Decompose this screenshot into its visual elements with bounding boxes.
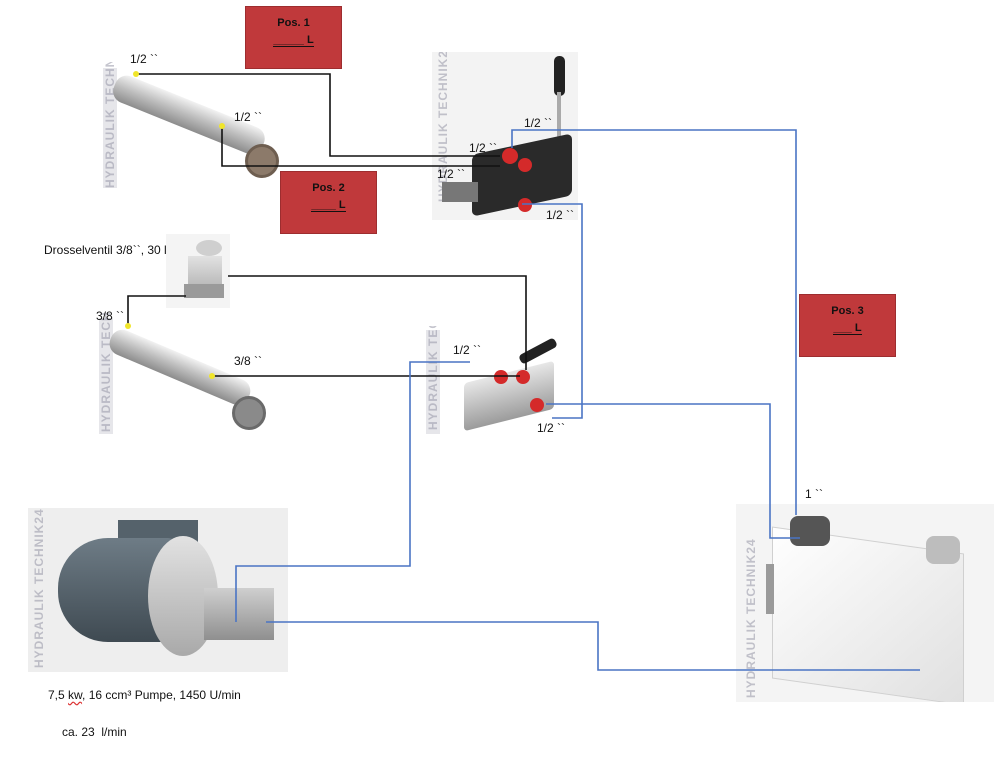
pump-power: 7,5 — [48, 688, 65, 702]
position-title: Pos. 3 — [831, 305, 864, 317]
port-label-cyl1-top: 1/2 `` — [130, 52, 159, 66]
port-label-valve1-b: 1/2 `` — [437, 167, 466, 181]
position-box-3: Pos. 3 ___ L — [799, 294, 896, 357]
watermark: HYDRAULIK TECHNIK24 — [32, 508, 46, 668]
position-box-1: Pos. 1 _____ L — [245, 6, 342, 69]
port-label-valve1-in: 1/2 `` — [524, 116, 553, 130]
port-label-cyl1-bottom: 1/2 `` — [234, 110, 263, 124]
watermark: HYDRAULIK TECHNIK24 — [744, 538, 758, 698]
position-title: Pos. 1 — [277, 17, 310, 29]
tank-photo: HYDRAULIK TECHNIK24 — [736, 504, 994, 702]
pump-flow-label: ca. 23 l/min — [62, 725, 127, 739]
port-label-tank-return: 1 `` — [805, 487, 823, 501]
port-label-cyl2-top: 3/8 `` — [96, 309, 125, 323]
watermark: HYDRAULIK TECHNIK24 — [99, 312, 113, 432]
port-label-valve1-a: 1/2 `` — [469, 141, 498, 155]
cylinder-1-photo: HYDRAULIK TECHNIK24 — [100, 62, 300, 192]
position-box-2: Pos. 2 ____ L — [280, 171, 377, 234]
position-fill: ____ L — [311, 199, 346, 212]
position-title: Pos. 2 — [312, 182, 345, 194]
throttle-valve-photo — [166, 234, 230, 308]
port-label-valve2-out: 1/2 `` — [537, 421, 566, 435]
throttle-valve-label: Drosselventil 3/8``, 30 l — [44, 243, 167, 257]
position-fill: _____ L — [273, 34, 314, 47]
pump-spec-rest: , 16 ccm³ Pumpe, 1450 U/min — [82, 688, 241, 702]
pump-spec-label: 7,5 kw, 16 ccm³ Pumpe, 1450 U/min — [48, 688, 241, 702]
pump-power-unit: kw — [68, 688, 83, 702]
port-label-valve2-in: 1/2 `` — [453, 343, 482, 357]
watermark: HYDRAULIK TECHNIK24 — [103, 62, 117, 188]
valve-1-photo: HYDRAULIK TECHNIK24 — [432, 52, 578, 220]
port-label-valve1-out: 1/2 `` — [546, 208, 575, 222]
port-label-cyl2-bottom: 3/8 `` — [234, 354, 263, 368]
cylinder-2-photo: HYDRAULIK TECHNIK24 — [96, 312, 276, 438]
watermark: HYDRAULIK TECHNIK24 — [426, 326, 440, 430]
position-fill: ___ L — [833, 322, 862, 335]
pump-motor-photo: HYDRAULIK TECHNIK24 — [28, 508, 288, 672]
